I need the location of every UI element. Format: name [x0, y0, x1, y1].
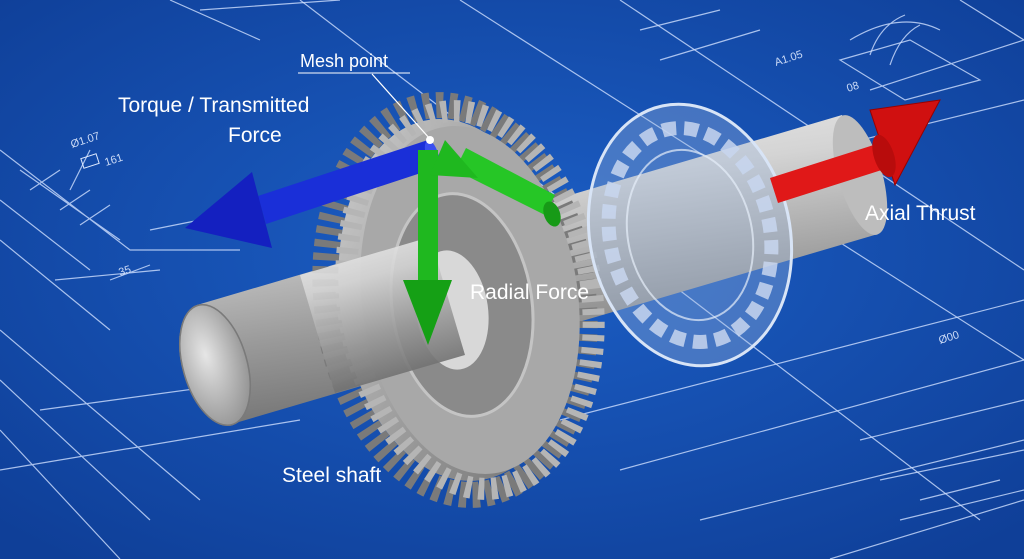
- shaft-end-face: [179, 304, 251, 426]
- radial-force-arrows: [403, 140, 561, 345]
- dimension-label: 161: [103, 152, 124, 169]
- roller-bearing: [586, 102, 794, 368]
- mesh-point-leader: [371, 73, 431, 140]
- torque-label-line2: Force: [228, 124, 282, 147]
- dimension-label: 35: [117, 264, 132, 279]
- dimension-label: 08: [845, 80, 860, 95]
- mesh-point-marker: [426, 136, 434, 144]
- mesh-point-label: Mesh point: [300, 51, 388, 71]
- steel-shaft-label: Steel shaft: [282, 464, 381, 487]
- radial-force-label: Radial Force: [470, 281, 589, 304]
- axial-thrust-arrow: [770, 99, 941, 203]
- flatness-symbol: [80, 153, 100, 169]
- torque-label-line1: Torque / Transmitted: [118, 94, 309, 117]
- axial-thrust-label: Axial Thrust: [865, 202, 976, 225]
